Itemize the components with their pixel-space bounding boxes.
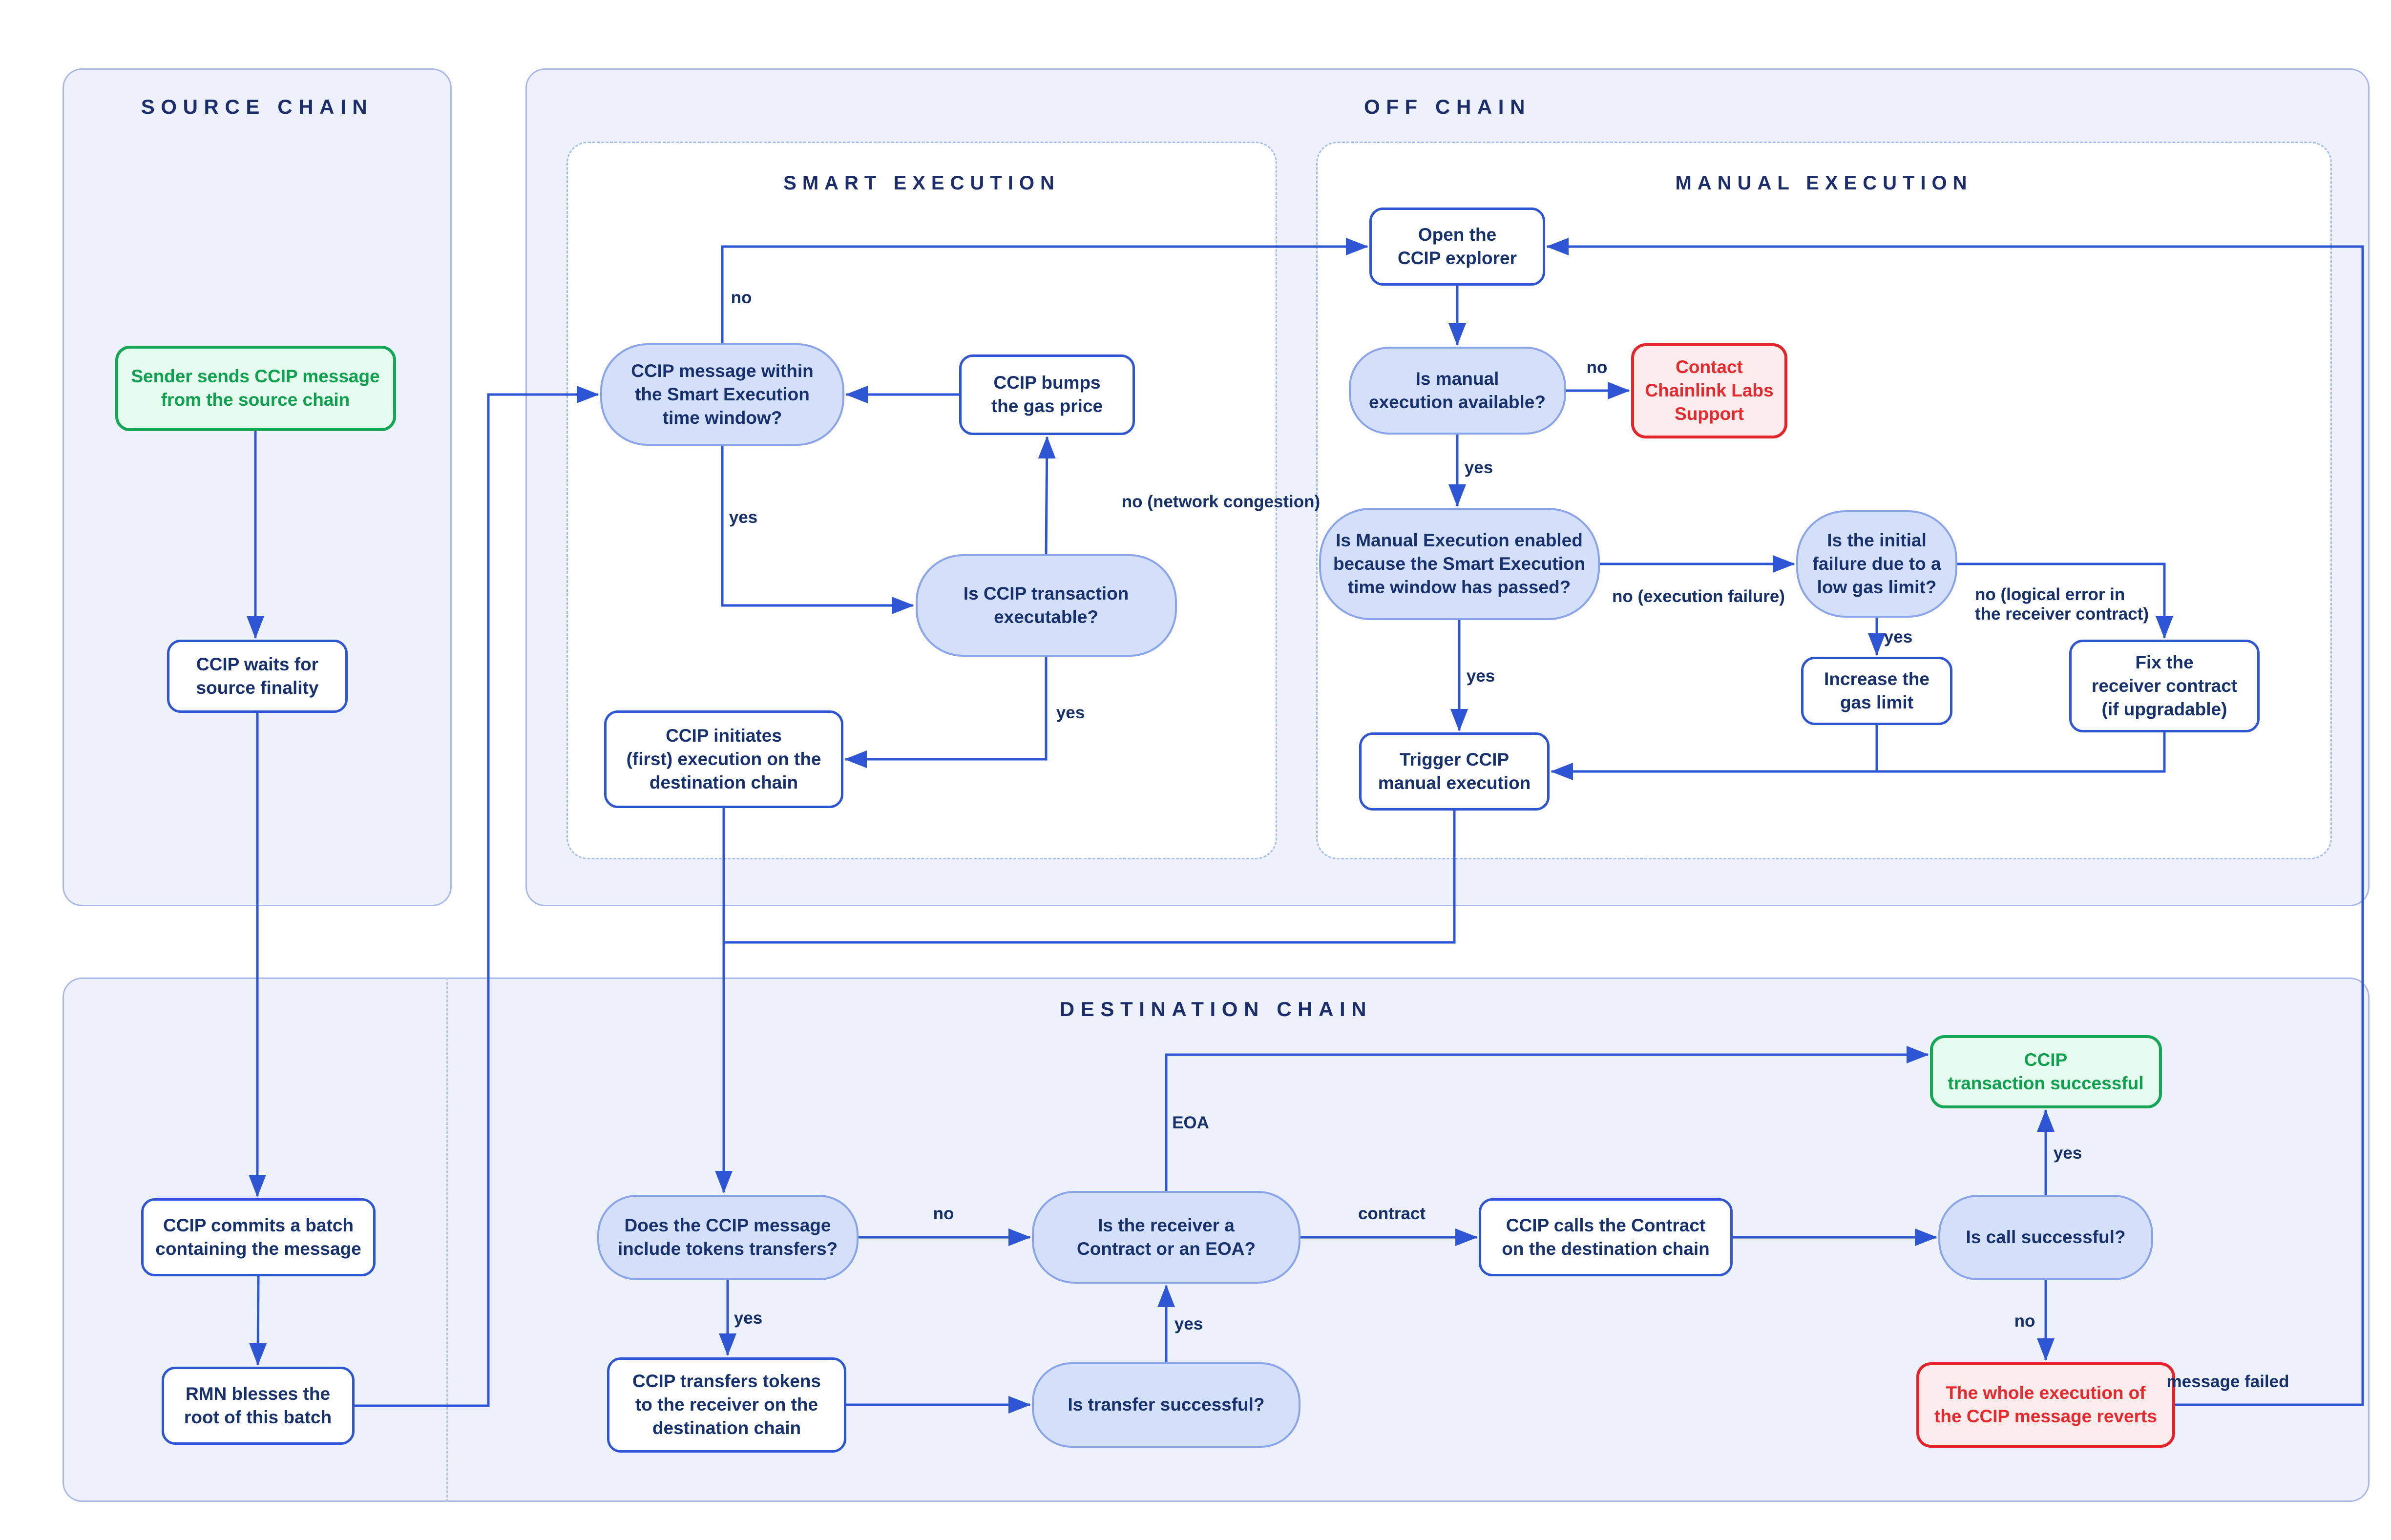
panel-source-chain-title: SOURCE CHAIN bbox=[141, 95, 374, 118]
node-initiates-execution: CCIP initiates (first) execution on the … bbox=[604, 710, 843, 808]
node-execution-reverts: The whole execution of the CCIP message … bbox=[1916, 1362, 2175, 1448]
node-tx-executable: Is CCIP transaction executable? bbox=[915, 554, 1177, 657]
edge-label-yes: yes bbox=[1884, 627, 1913, 646]
edge-label-yes: yes bbox=[1464, 458, 1493, 477]
edge-label-yes: yes bbox=[2053, 1144, 2082, 1163]
node-transfers-tokens: CCIP transfers tokens to the receiver on… bbox=[607, 1357, 846, 1453]
destination-panel-dashed-divider bbox=[446, 978, 448, 1502]
panel-off-chain-title: OFF CHAIN bbox=[1363, 95, 1531, 118]
node-includes-token-transfers: Does the CCIP message include tokens tra… bbox=[597, 1194, 859, 1280]
edge-label-message-failed: message failed bbox=[2166, 1372, 2289, 1391]
node-receiver-contract-or-eoa: Is the receiver a Contract or an EOA? bbox=[1032, 1191, 1300, 1284]
edge-receiver-eoa-success bbox=[1165, 1046, 1929, 1191]
edge-reverts-messagefailed-explorer bbox=[1546, 238, 2364, 1406]
edge-label-no-network-congestion-: no (network congestion) bbox=[1121, 492, 1321, 511]
panel-smart-execution-title: SMART EXECUTION bbox=[783, 172, 1060, 194]
edge-executable-to-bumps bbox=[1038, 436, 1056, 555]
edge-label-no: no bbox=[731, 288, 752, 307]
edge-rmn-to-window bbox=[355, 386, 599, 1407]
node-smart-time-window: CCIP message within the Smart Execution … bbox=[600, 343, 844, 446]
node-transfer-successful: Is transfer successful? bbox=[1032, 1362, 1300, 1448]
node-bumps-gas-price: CCIP bumps the gas price bbox=[959, 354, 1135, 435]
node-tx-successful: CCIP transaction successful bbox=[1930, 1035, 2162, 1108]
node-contact-support: Contact Chainlink Labs Support bbox=[1631, 343, 1787, 438]
edge-label-yes: yes bbox=[1174, 1314, 1203, 1333]
node-increase-gas-limit: Increase the gas limit bbox=[1801, 657, 1952, 725]
node-calls-contract: CCIP calls the Contract on the destinati… bbox=[1479, 1198, 1733, 1276]
edge-label-no-execution-failure-: no (execution failure) bbox=[1612, 587, 1785, 606]
node-waits-source-finality: CCIP waits for source finality bbox=[167, 640, 348, 713]
node-sender-sends-message: Sender sends CCIP message from the sourc… bbox=[115, 345, 396, 431]
panel-manual-execution-title: MANUAL EXECUTION bbox=[1675, 172, 1973, 194]
node-trigger-manual-execution: Trigger CCIP manual execution bbox=[1359, 732, 1550, 811]
edge-window-yes-executable bbox=[721, 446, 914, 614]
node-manual-exec-available: Is manual execution available? bbox=[1348, 347, 1566, 435]
edge-label-yes: yes bbox=[729, 508, 758, 527]
edge-label-contract: contract bbox=[1358, 1204, 1426, 1223]
node-commits-batch: CCIP commits a batch containing the mess… bbox=[141, 1198, 376, 1276]
node-fix-receiver-contract: Fix the receiver contract (if upgradable… bbox=[2069, 640, 2260, 732]
node-initial-failure-low-gas: Is the initial failure due to a low gas … bbox=[1796, 510, 1957, 618]
edge-trigger-merge-down bbox=[724, 811, 1456, 944]
edge-fix-to-trigger bbox=[1551, 732, 2166, 780]
node-manual-exec-enabled: Is Manual Execution enabled because the … bbox=[1319, 508, 1600, 620]
edge-label-no: no bbox=[1586, 358, 1608, 377]
edge-initialfailure-no-fix bbox=[1957, 562, 2173, 639]
node-call-successful: Is call successful? bbox=[1938, 1194, 2153, 1280]
node-open-ccip-explorer: Open the CCIP explorer bbox=[1369, 208, 1545, 286]
edge-label-no-logical-error-in-the-receiv: no (logical error in the receiver contra… bbox=[1975, 585, 2149, 624]
edge-executable-yes-initiates bbox=[844, 657, 1048, 768]
edge-label-no: no bbox=[933, 1204, 954, 1223]
node-rmn-blesses-root: RMN blesses the root of this batch bbox=[161, 1367, 355, 1445]
edge-label-yes: yes bbox=[1056, 703, 1085, 722]
edge-label-yes: yes bbox=[734, 1309, 763, 1328]
panel-destination-chain-title: DESTINATION CHAIN bbox=[1059, 998, 1373, 1020]
edge-window-no-explorer bbox=[721, 238, 1368, 343]
edge-label-no: no bbox=[2014, 1311, 2035, 1331]
edge-label-yes: yes bbox=[1466, 666, 1495, 686]
edge-label-eoa: EOA bbox=[1172, 1113, 1209, 1132]
